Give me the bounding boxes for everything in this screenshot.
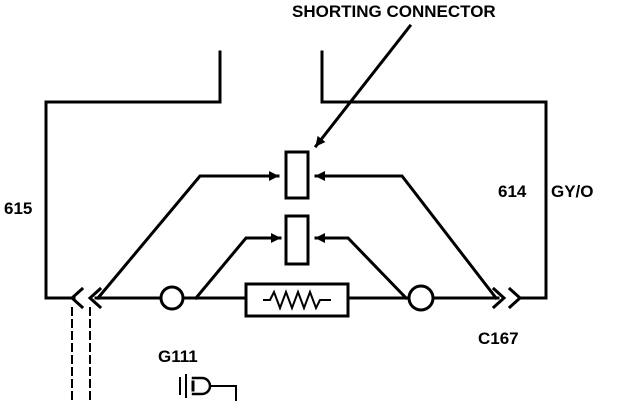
wire-upper-right-arm (314, 171, 499, 301)
wire-615-left-loop (44, 50, 222, 300)
connector-c167-label: C167 (478, 329, 519, 348)
connector-left-chevron-inner (87, 286, 103, 310)
shorting-connector-lower (284, 214, 310, 266)
wire-614-label: 614 (498, 182, 527, 201)
resistor-body (244, 282, 350, 318)
splice-left (159, 285, 185, 311)
connector-left-chevron-outer (69, 286, 85, 310)
wire-lower-left-arm (193, 233, 282, 301)
connector-c167-chevron-inner (491, 286, 507, 310)
shorting-connector-label: SHORTING CONNECTOR (292, 2, 496, 21)
resistor-zigzag (263, 289, 331, 311)
wire-upper-left-arm (95, 171, 280, 301)
wire-lower-right-arm (314, 233, 409, 301)
wire-614-right-loop (320, 50, 548, 300)
shorting-connector-upper (284, 150, 310, 200)
ground-g111-label: G111 (158, 347, 198, 366)
connector-c167-chevron-outer (507, 286, 523, 310)
ground-symbol-icon (179, 374, 237, 401)
wire-615-label: 615 (4, 199, 32, 218)
wire-color-label: GY/O (551, 182, 594, 201)
shorting-connector-leader (313, 23, 413, 149)
splice-right (407, 284, 435, 312)
